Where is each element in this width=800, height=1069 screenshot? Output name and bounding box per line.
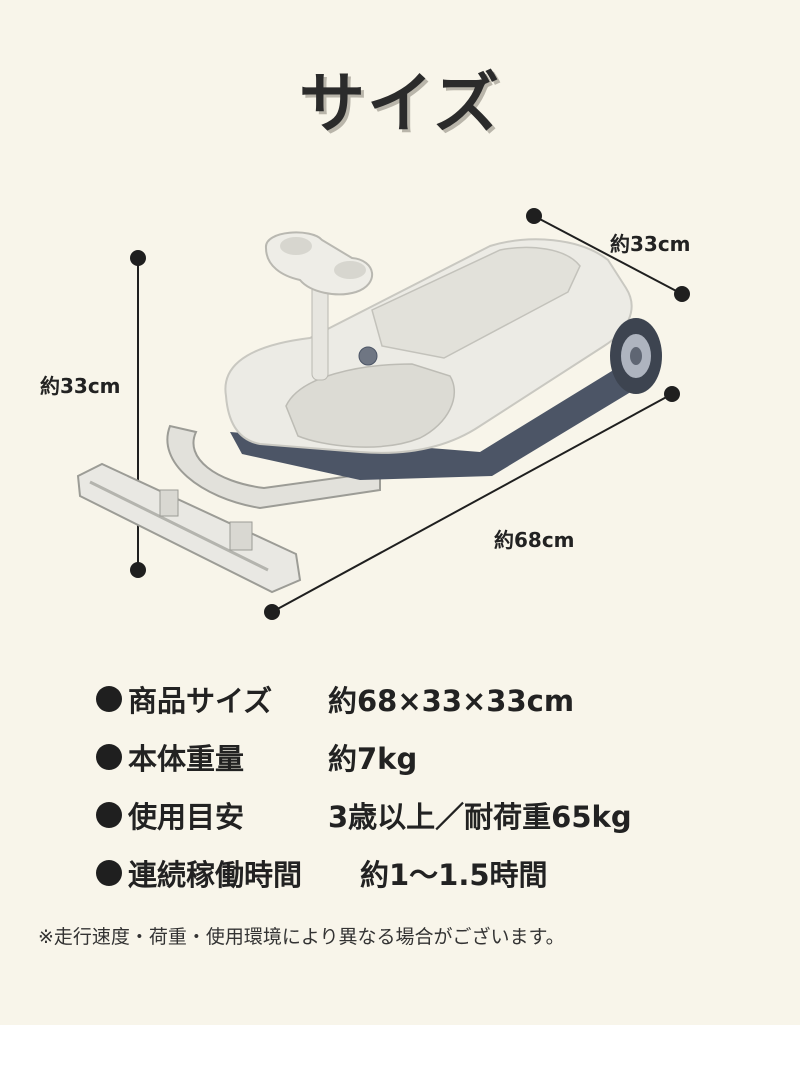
spec-label: 本体重量 [128, 742, 245, 776]
page-title: サイズ [298, 65, 502, 142]
steering-column [311, 279, 329, 381]
seat-tray [285, 363, 455, 448]
grip-pad [371, 246, 581, 359]
product-base [230, 366, 634, 480]
front-frame [166, 424, 381, 510]
spec-row-usage: 使用目安 3歳以上／耐荷重65kg [96, 786, 776, 844]
spec-value: 約1〜1.5時間 [360, 858, 548, 892]
footrest [76, 462, 302, 594]
spec-row-weight: 本体重量 約7kg [96, 728, 776, 786]
spec-label: 使用目安 [128, 800, 245, 834]
bullet-icon [96, 802, 122, 828]
spec-label: 商品サイズ [128, 684, 273, 718]
spec-row-size: 商品サイズ 約68×33×33cm [96, 670, 776, 728]
product-illustration [76, 208, 690, 620]
spec-label: 連続稼働時間 [128, 858, 303, 892]
width-dimension-label: 約33cm [610, 232, 691, 256]
dimension-dots [130, 208, 690, 620]
bullet-icon [96, 744, 122, 770]
disclaimer-note: ※走行速度・荷重・使用環境により異なる場合がございます。 [38, 926, 565, 948]
bullet-icon [96, 686, 122, 712]
height-dimension-label: 約33cm [40, 374, 121, 398]
length-dimension-label: 約68cm [494, 528, 575, 552]
bullet-icon [96, 860, 122, 886]
spec-value: 約68×33×33cm [328, 684, 575, 718]
spec-value: 約7kg [328, 742, 418, 776]
control-knob [358, 346, 378, 366]
spec-value: 3歳以上／耐荷重65kg [328, 800, 632, 834]
spec-list: 商品サイズ 約68×33×33cm 本体重量 約7kg 使用目安 3歳以上／耐荷… [96, 670, 776, 902]
rear-wheel [610, 318, 662, 394]
spec-row-runtime: 連続稼働時間 約1〜1.5時間 [96, 844, 776, 902]
